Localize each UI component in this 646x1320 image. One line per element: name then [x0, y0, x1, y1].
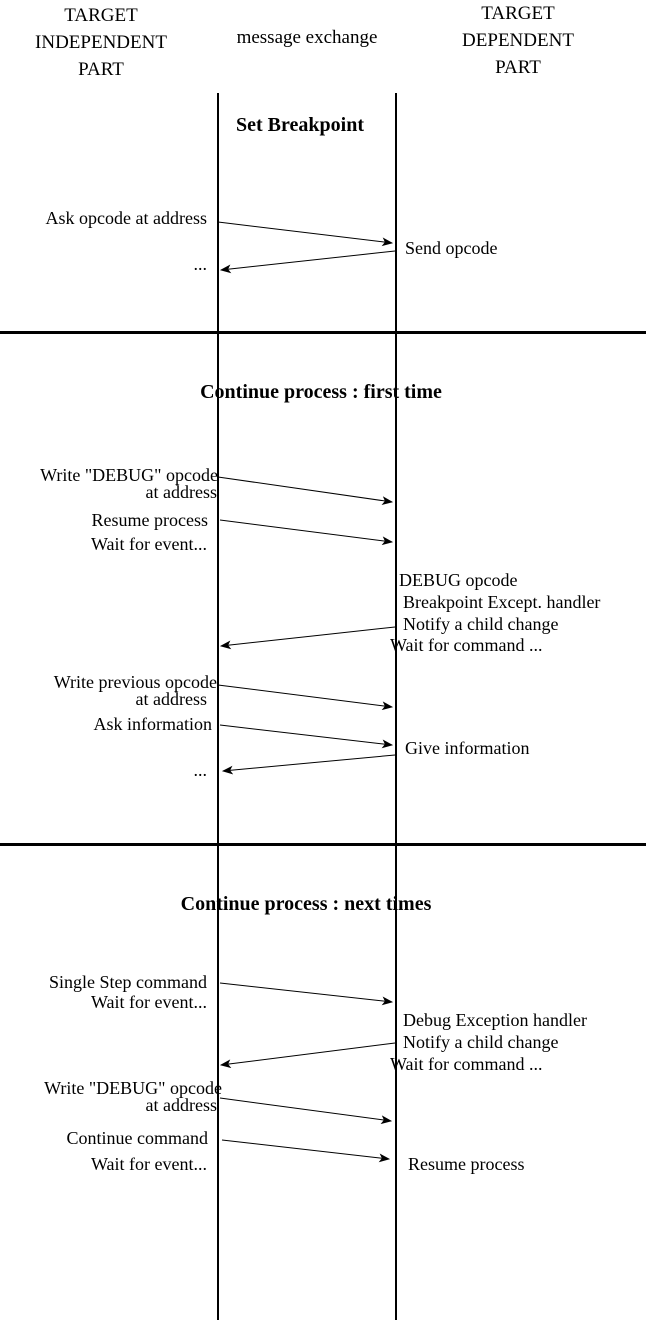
lifeline-right [395, 93, 397, 1320]
header-line: PART [78, 59, 124, 80]
label-notify-child-change: Notify a child change [403, 614, 559, 634]
label-write-debug-opcode: Write "DEBUG" opcode [40, 465, 218, 485]
section-divider [0, 331, 646, 334]
lifeline-left [217, 93, 219, 1320]
label-debug-exception-handler: Debug Exception handler [403, 1010, 587, 1030]
label-single-step-command: Single Step command [49, 972, 207, 992]
arrow-give-information-return [221, 754, 396, 775]
arrow-single-step-command [219, 982, 394, 1006]
header-line: INDEPENDENT [35, 32, 167, 53]
label-wait-for-command: Wait for command ... [390, 635, 543, 655]
arrow-continue-command [221, 1139, 391, 1163]
label-give-information: Give information [405, 738, 530, 758]
label-wait-for-event: Wait for event... [90, 1154, 207, 1174]
label-resume-process: Resume process [91, 510, 208, 530]
arrow-write-previous-opcode [217, 684, 394, 711]
label-wait-for-event: Wait for event... [90, 534, 207, 554]
arrow-ask-opcode [217, 221, 394, 247]
label-write-previous-opcode: Write previous opcode [53, 672, 217, 692]
label-wait-for-event: Wait for event... [90, 992, 207, 1012]
label-breakpoint-except-handler: Breakpoint Except. handler [403, 592, 601, 612]
header-line: TARGET [481, 3, 555, 24]
label-send-opcode: Send opcode [405, 238, 498, 258]
label-ask-opcode-at-address: Ask opcode at address [45, 208, 207, 228]
section-divider [0, 843, 646, 846]
arrow-resume-process [219, 519, 394, 546]
section-title-continue-first: Continue process : first time [200, 381, 442, 403]
arrow-send-opcode-return [219, 250, 396, 274]
section-title-set-breakpoint: Set Breakpoint [236, 114, 364, 136]
label-resume-process: Resume process [408, 1154, 525, 1174]
arrow-notify-child-change-return [219, 1042, 396, 1069]
label-ellipsis: ... [193, 760, 208, 780]
arrow-write-debug-opcode [217, 476, 394, 505]
label-at-address: at address [135, 689, 207, 709]
label-debug-opcode: DEBUG opcode [399, 570, 518, 590]
header-line: PART [495, 57, 541, 78]
column-header-target-independent: TARGET INDEPENDENT PART [0, 2, 202, 83]
arrow-ask-information [219, 724, 394, 749]
column-header-target-dependent: TARGET DEPENDENT PART [418, 0, 618, 81]
label-ellipsis: ... [193, 254, 208, 274]
header-line: TARGET [64, 5, 138, 26]
label-at-address: at address [145, 1095, 217, 1115]
label-at-address: at address [145, 482, 217, 502]
arrow-notify-child-change-return [219, 626, 396, 650]
header-line: DEPENDENT [462, 30, 574, 51]
section-title-continue-next: Continue process : next times [180, 893, 432, 915]
label-ask-information: Ask information [93, 714, 213, 734]
column-header-message-exchange: message exchange [236, 27, 378, 48]
label-continue-command: Continue command [66, 1128, 208, 1148]
label-wait-for-command: Wait for command ... [390, 1054, 543, 1074]
arrow-write-debug-opcode [219, 1097, 393, 1125]
label-write-debug-opcode: Write "DEBUG" opcode [44, 1078, 222, 1098]
label-notify-child-change: Notify a child change [403, 1032, 559, 1052]
